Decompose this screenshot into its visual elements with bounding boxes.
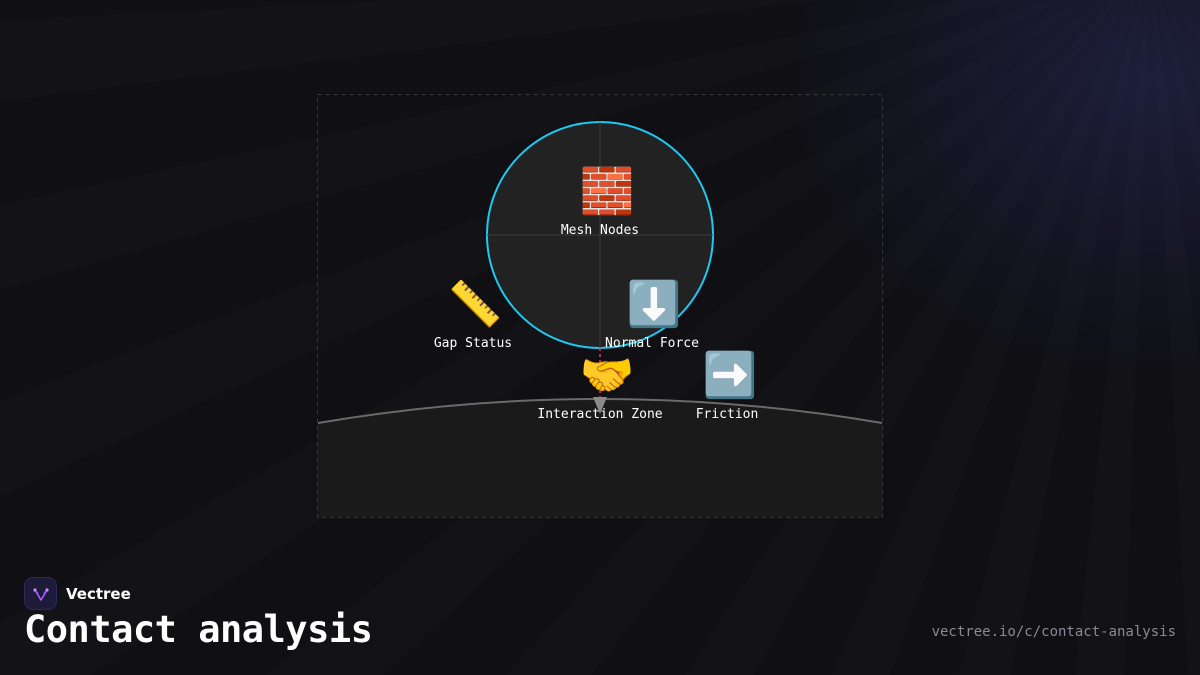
contact-surface [318, 399, 882, 517]
vectree-logo-icon [24, 577, 57, 610]
page-url[interactable]: vectree.io/c/contact-analysis [931, 624, 1176, 640]
node-label-mesh-nodes: Mesh Nodes [560, 223, 640, 238]
right-arrow-icon: ➡️ [702, 350, 758, 401]
contact-pointer-arrow [593, 397, 607, 414]
node-label-friction: Friction [695, 407, 759, 422]
brand[interactable]: Vectree [24, 577, 131, 610]
handshake-icon: 🤝 [579, 350, 635, 401]
node-label-gap-status: Gap Status [433, 336, 513, 351]
node-label-normal-force: Normal Force [605, 336, 699, 351]
brick-wall-icon: 🧱 [579, 166, 635, 217]
brand-name: Vectree [66, 584, 131, 603]
down-arrow-icon: ⬇️ [626, 279, 682, 330]
node-label-interaction-zone: Interaction Zone [537, 407, 663, 422]
ruler-icon: 📏 [447, 279, 503, 330]
page-title: Contact analysis [24, 608, 373, 651]
diagram-frame [317, 94, 883, 518]
